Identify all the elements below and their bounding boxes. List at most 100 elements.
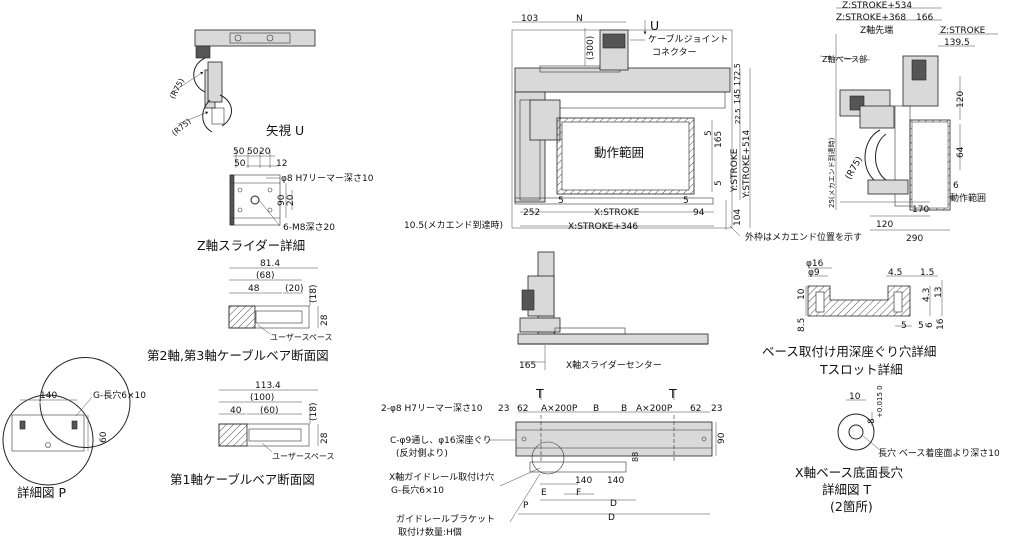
bottom-dim-a200b: A×200P — [636, 404, 673, 414]
cable2-user-space: ユーザースペース — [270, 333, 332, 342]
tslot-dim-13: 13 — [934, 287, 944, 298]
right-dim-120a: 120 — [956, 91, 966, 108]
tslot-dim-5a: 5 — [901, 321, 907, 331]
main-ystroke-514: Y:STROKE+514 — [742, 130, 752, 199]
tslot-dim-6: 6 — [925, 322, 935, 328]
main-xstroke: X:STROKE — [594, 208, 640, 218]
detail-t-dim-10: 10 — [849, 392, 861, 402]
main-dim-300: (300) — [586, 36, 596, 60]
tslot-dim-10: 10 — [797, 288, 807, 300]
right-zs368: Z:STROKE+368 — [836, 13, 906, 23]
view-u-title: 矢視 U — [266, 123, 304, 138]
right-zs: Z:STROKE — [940, 26, 986, 36]
detail-t-title-2: 詳細図 T — [822, 482, 871, 497]
bottom-dim-d: D — [610, 499, 617, 509]
right-r75: (R75) — [844, 155, 865, 181]
mid-x-center: X軸スライダーセンター — [566, 359, 662, 371]
cable1-drawing — [218, 389, 319, 453]
detail-p-title: 詳細図 P — [17, 485, 66, 500]
main-xstroke-346: X:STROKE+346 — [568, 222, 638, 232]
tslot-phi9: φ9 — [808, 268, 820, 278]
detail-p-dim-60: 60 — [99, 431, 109, 443]
main-dim-165: 165 — [714, 131, 724, 148]
cable2-dim-68: (68) — [256, 271, 274, 281]
r75-label-1: (R75) — [168, 77, 186, 101]
main-outer-note: 外枠はメカエンド位置を示す — [745, 231, 862, 243]
main-dim-94: 94 — [693, 208, 705, 218]
z-slider-dim-50a: 50 — [233, 147, 245, 157]
main-view-drawing — [511, 20, 751, 237]
main-dim-5c: 5 — [558, 196, 564, 206]
detail-t-tolerance: +0.015 0 — [876, 385, 884, 418]
right-dim-120b: 120 — [876, 220, 893, 230]
z-slider-drawing — [229, 150, 293, 227]
right-dim-166: 166 — [916, 13, 933, 23]
detail-t-dim-8: 8 — [867, 418, 877, 424]
main-dim-5d: 5 — [683, 196, 689, 206]
tslot-dim-5b: 5 — [918, 321, 924, 331]
bottom-holes-note: 2-φ8 H7リーマー深さ10 — [381, 403, 483, 414]
r75-label-2: (R75) — [170, 117, 193, 138]
bottom-t-marker-2: T — [668, 386, 677, 401]
bottom-bracket-qty: 取付け数量:H個 — [398, 526, 462, 538]
cable1-dim-113-4: 113.4 — [255, 381, 281, 391]
bottom-c-holes-2: (反対側より) — [396, 447, 448, 459]
detail-t-slot-note: 長穴 ベース着座面より深さ10 — [878, 447, 1000, 459]
bottom-dim-b1: B — [593, 404, 599, 414]
cable2-dim-81-4: 81.4 — [260, 259, 280, 269]
bottom-dim-23b: 23 — [711, 404, 722, 414]
bottom-dim-d-total: D — [608, 513, 615, 523]
detail-p-slot: G-長穴6×10 — [93, 389, 146, 401]
z-slider-hole-note: φ8 H7リーマー深さ10 — [281, 173, 374, 184]
cable1-dim-60: (60) — [260, 406, 278, 416]
right-dim-64: 64 — [956, 146, 966, 158]
bottom-dim-62b: 62 — [690, 404, 701, 414]
main-ystroke: Y:STROKE — [730, 148, 740, 193]
main-dim-5a: 5 — [704, 130, 714, 136]
tslot-dim-8-5: 8.5 — [797, 318, 807, 332]
main-u-arrow: U — [650, 18, 659, 33]
cable1-title: 第1軸ケーブルベア断面図 — [170, 472, 315, 487]
detail-t-title-3: (2箇所) — [830, 499, 873, 514]
bottom-p-marker: P — [523, 501, 529, 511]
z-slider-title: Z軸スライダー詳細 — [197, 238, 305, 253]
bottom-dim-a200a: A×200P — [541, 404, 578, 414]
cable2-dim-48: 48 — [248, 284, 260, 294]
cable1-dim-28: 28 — [320, 432, 330, 444]
bottom-view-drawing — [488, 390, 717, 523]
cable2-title: 第2軸,第3軸ケーブルベア断面図 — [147, 348, 329, 363]
main-dim-10-5: 10.5(メカエンド到達時) — [404, 219, 503, 231]
right-dim-170: 170 — [912, 205, 929, 215]
right-dim-6: 6 — [953, 181, 959, 191]
right-dim-139-5: 139.5 — [944, 38, 970, 48]
z-slider-dim-50b: 50 — [247, 147, 259, 157]
right-dim-290: 290 — [906, 234, 923, 244]
tslot-dim-4-3: 4.3 — [922, 288, 932, 302]
bottom-c-holes: C-φ9通し、φ16深座ぐり — [390, 434, 492, 446]
cable1-dim-18: (18) — [309, 403, 319, 421]
main-dim-5b: 5 — [714, 180, 724, 186]
tslot-dim-1-5: 1.5 — [920, 268, 934, 278]
right-zs534: Z:STROKE+534 — [842, 1, 912, 11]
t-slot-drawing — [805, 267, 943, 327]
main-dim-n: N — [576, 14, 583, 24]
right-z-tip: Z軸先端 — [860, 24, 893, 36]
mid-dim-165: 165 — [519, 361, 536, 371]
mid-view-drawing — [517, 251, 709, 370]
detail-t-drawing — [837, 399, 881, 451]
main-dim-252: 252 — [523, 208, 540, 218]
main-dim-172-5: 172.5 — [733, 63, 742, 86]
bottom-dim-b2: B — [621, 404, 627, 414]
main-dim-104: 104 — [733, 209, 743, 226]
bottom-dim-62a: 62 — [517, 404, 528, 414]
main-cable-joint: ケーブルジョイント — [648, 33, 728, 45]
main-dim-22-5: 22.5 — [734, 108, 742, 124]
bottom-dim-23a: 23 — [498, 404, 509, 414]
bottom-rail-mount: X軸ガイドレール取付け穴 — [389, 471, 494, 483]
z-slider-dim-20v: 20 — [286, 194, 296, 206]
cable2-drawing — [228, 267, 319, 335]
tslot-title-2: Tスロット詳細 — [819, 362, 903, 377]
bottom-dim-f: F — [576, 488, 581, 498]
bottom-rail-slot: G-長穴6×10 — [391, 484, 444, 496]
